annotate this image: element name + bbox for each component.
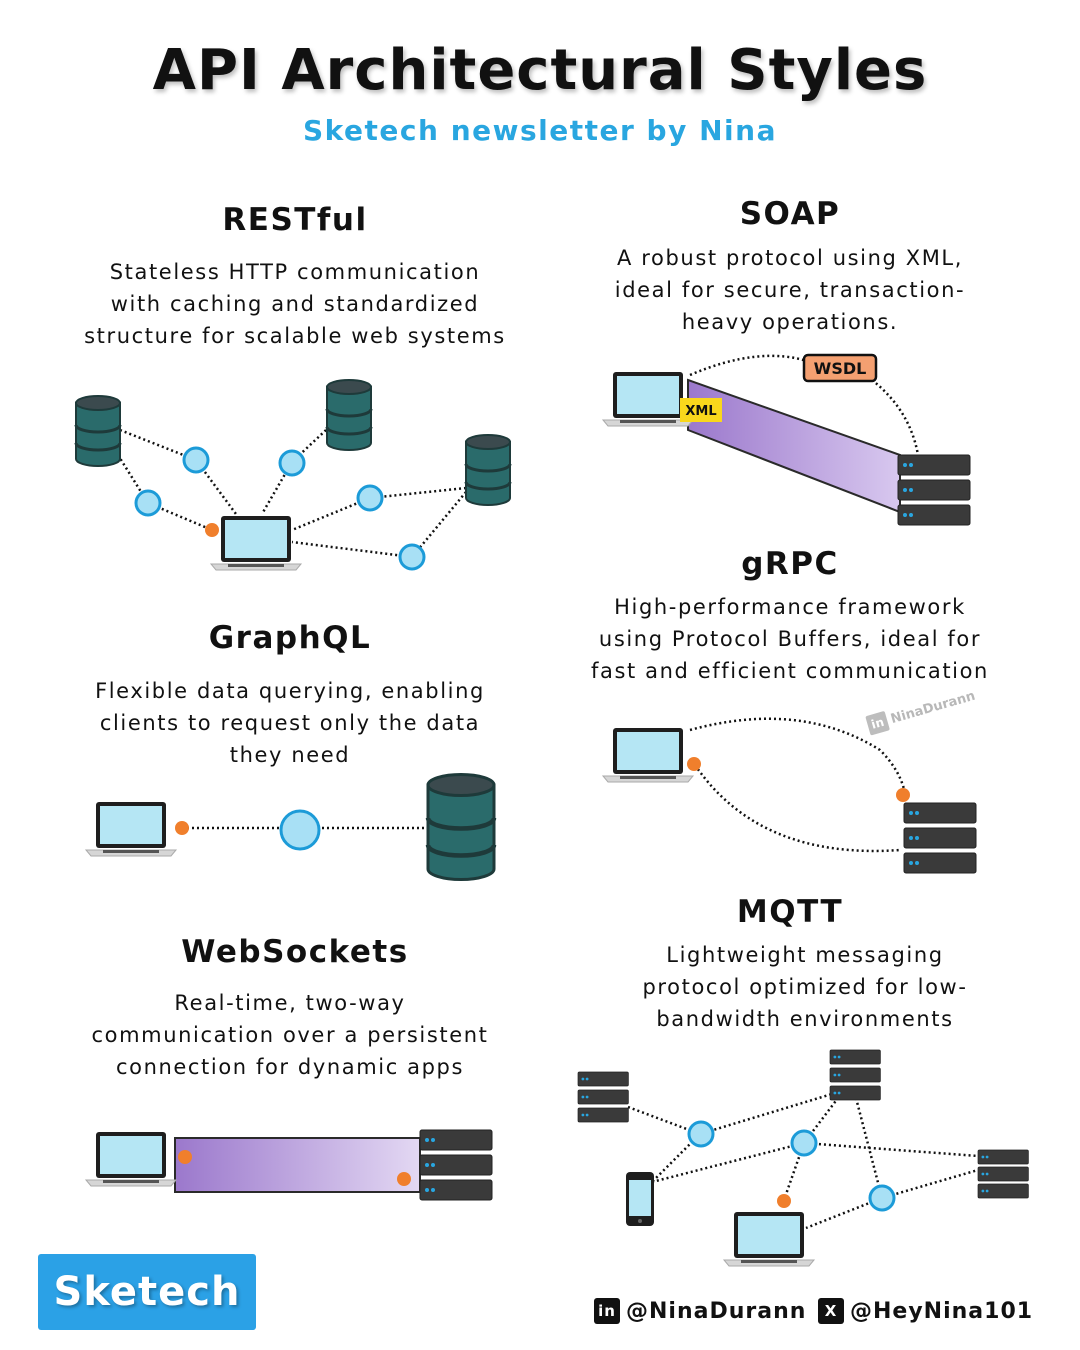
- graphql-desc-line: they need: [229, 743, 351, 767]
- connector-dot: [777, 1194, 791, 1208]
- connector-dot: [397, 1172, 411, 1186]
- soap-heading: SOAP: [739, 196, 841, 232]
- restful-description: Stateless HTTP communication with cachin…: [40, 256, 550, 352]
- server-icon: [419, 1129, 493, 1151]
- node-icon: [279, 809, 321, 851]
- wsdl-tag-label: WSDL: [814, 359, 867, 378]
- brand-badge: Sketech: [38, 1254, 256, 1330]
- websockets-diagram: [85, 1129, 493, 1201]
- laptop-icon: [602, 727, 694, 783]
- node-icon: [687, 1120, 715, 1148]
- grpc-desc-line: High-performance framework: [614, 595, 966, 619]
- database-icon: [74, 394, 122, 468]
- server-icon: [897, 504, 971, 526]
- xml-tag-label: XML: [685, 404, 716, 419]
- soap-desc-line: A robust protocol using XML,: [617, 246, 963, 270]
- server-icon: [903, 827, 977, 849]
- node-icon: [134, 489, 162, 517]
- restful-desc-line: structure for scalable web systems: [84, 324, 506, 348]
- server-icon: [903, 802, 977, 824]
- server-icon: [897, 454, 971, 476]
- node-icon: [356, 484, 384, 512]
- mqtt-heading: MQTT: [736, 894, 844, 930]
- page-subtitle: Sketech newsletter by Nina: [303, 114, 777, 147]
- x-icon: X: [818, 1298, 844, 1324]
- websockets-desc-line: connection for dynamic apps: [115, 1055, 465, 1079]
- server-icon: [829, 1067, 881, 1083]
- connector-dot: [687, 757, 701, 771]
- linkedin-handle: @NinaDurann: [626, 1298, 807, 1324]
- x-link[interactable]: X @HeyNina101: [818, 1298, 1033, 1324]
- grpc-heading: gRPC: [741, 546, 839, 582]
- soap-description: A robust protocol using XML, ideal for s…: [560, 242, 1020, 338]
- page-title: API Architectural Styles: [152, 38, 928, 103]
- grpc-diagram: [602, 717, 977, 874]
- websockets-heading: WebSockets: [181, 934, 409, 970]
- x-handle: @HeyNina101: [850, 1298, 1034, 1324]
- restful-desc-line: Stateless HTTP communication: [109, 260, 481, 284]
- node-icon: [278, 449, 306, 477]
- server-icon: [419, 1179, 493, 1201]
- graphql-diagram: [85, 775, 494, 880]
- server-icon: [897, 479, 971, 501]
- linkedin-link[interactable]: in @NinaDurann: [594, 1298, 806, 1324]
- websocket-pipe: [174, 1137, 421, 1193]
- server-icon: [903, 852, 977, 874]
- linkedin-icon: in: [594, 1298, 620, 1324]
- soap-desc-line: ideal for secure, transaction-: [614, 278, 966, 302]
- laptop-icon: [602, 371, 694, 427]
- connector-dot: [205, 523, 219, 537]
- server-icon: [577, 1089, 629, 1105]
- xml-tag: [680, 398, 722, 422]
- server-icon: [419, 1154, 493, 1176]
- connector-dot: [178, 1150, 192, 1164]
- connector-dot: [175, 821, 189, 835]
- graphql-desc-line: Flexible data querying, enabling: [95, 679, 485, 703]
- laptop-icon: [85, 801, 177, 857]
- node-icon: [868, 1184, 896, 1212]
- mqtt-desc-line: Lightweight messaging: [666, 943, 944, 967]
- graphql-description: Flexible data querying, enabling clients…: [50, 675, 530, 771]
- soap-diagram: XML WSDL: [602, 353, 971, 526]
- server-icon: [829, 1085, 881, 1101]
- laptop-icon: [723, 1211, 815, 1267]
- database-icon: [464, 433, 512, 507]
- node-icon: [398, 543, 426, 571]
- mqtt-description: Lightweight messaging protocol optimized…: [560, 939, 1050, 1035]
- node-icon: [790, 1129, 818, 1157]
- phone-icon: [626, 1172, 654, 1226]
- laptop-icon: [85, 1131, 177, 1187]
- grpc-desc-line: using Protocol Buffers, ideal for: [598, 627, 982, 651]
- server-icon: [829, 1049, 881, 1065]
- soap-desc-line: heavy operations.: [681, 310, 899, 334]
- grpc-desc-line: fast and efficient communication: [591, 659, 989, 683]
- server-icon: [577, 1107, 629, 1123]
- server-icon: [977, 1183, 1029, 1199]
- server-icon: [977, 1166, 1029, 1182]
- websockets-description: Real-time, two-way communication over a …: [50, 987, 530, 1083]
- connector-dot: [896, 788, 910, 802]
- restful-diagram: [74, 378, 512, 571]
- mqtt-diagram: [577, 1049, 1029, 1267]
- restful-heading: RESTful: [222, 202, 368, 238]
- server-icon: [977, 1149, 1029, 1165]
- database-icon: [428, 775, 494, 880]
- node-icon: [182, 446, 210, 474]
- websockets-desc-line: Real-time, two-way: [174, 991, 406, 1015]
- server-icon: [577, 1071, 629, 1087]
- mqtt-desc-line: bandwidth environments: [656, 1007, 954, 1031]
- grpc-description: High-performance framework using Protoco…: [560, 591, 1020, 687]
- laptop-icon: [210, 515, 302, 571]
- wsdl-tag: [802, 353, 878, 383]
- database-icon: [325, 378, 373, 452]
- websockets-desc-line: communication over a persistent: [91, 1023, 489, 1047]
- graphql-desc-line: clients to request only the data: [99, 711, 481, 735]
- graphql-heading: GraphQL: [208, 620, 372, 656]
- restful-desc-line: with caching and standardized: [110, 292, 480, 316]
- mqtt-desc-line: protocol optimized for low-: [642, 975, 968, 999]
